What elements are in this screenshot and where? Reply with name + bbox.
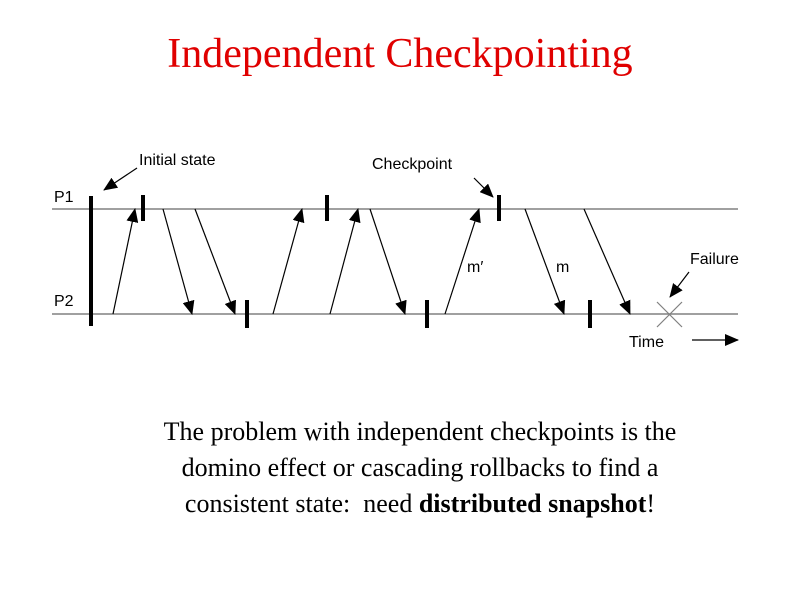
checkpoint-label: Checkpoint <box>372 156 453 173</box>
caption-text: ! <box>646 489 656 518</box>
slide-title: Independent Checkpointing <box>167 31 633 77</box>
caption-line: consistent state: need distributed snaps… <box>60 486 780 522</box>
caption-text: consistent state: need <box>184 489 419 518</box>
message-arrow <box>369 208 407 315</box>
message-arrow <box>272 208 305 315</box>
message-m-label: m <box>556 259 569 276</box>
initial-state-pointer <box>103 167 138 191</box>
message-arrow-m <box>524 208 566 315</box>
p1-label: P1 <box>54 189 74 206</box>
message-arrow <box>583 208 631 315</box>
initial-state-label: Initial state <box>139 152 216 169</box>
checkpoint-pointer <box>473 177 494 198</box>
message-arrow-m-prime <box>444 208 481 315</box>
failure-pointer <box>669 271 690 298</box>
failure-label: Failure <box>690 251 739 268</box>
message-arrow <box>194 208 236 315</box>
slide-caption: The problem with independent checkpoints… <box>60 414 780 522</box>
caption-line: The problem with independent checkpoints… <box>163 417 677 446</box>
message-arrow <box>329 208 361 315</box>
message-m-prime-label: m′ <box>467 259 483 276</box>
caption-emphasis: distributed snapshot <box>418 489 647 518</box>
message-arrow <box>112 208 139 315</box>
caption-line: domino effect or cascading rollbacks to … <box>181 453 659 482</box>
message-arrow <box>162 208 195 315</box>
p2-label: P2 <box>54 293 74 310</box>
time-label: Time <box>629 334 664 351</box>
failure-x-icon <box>656 301 683 328</box>
